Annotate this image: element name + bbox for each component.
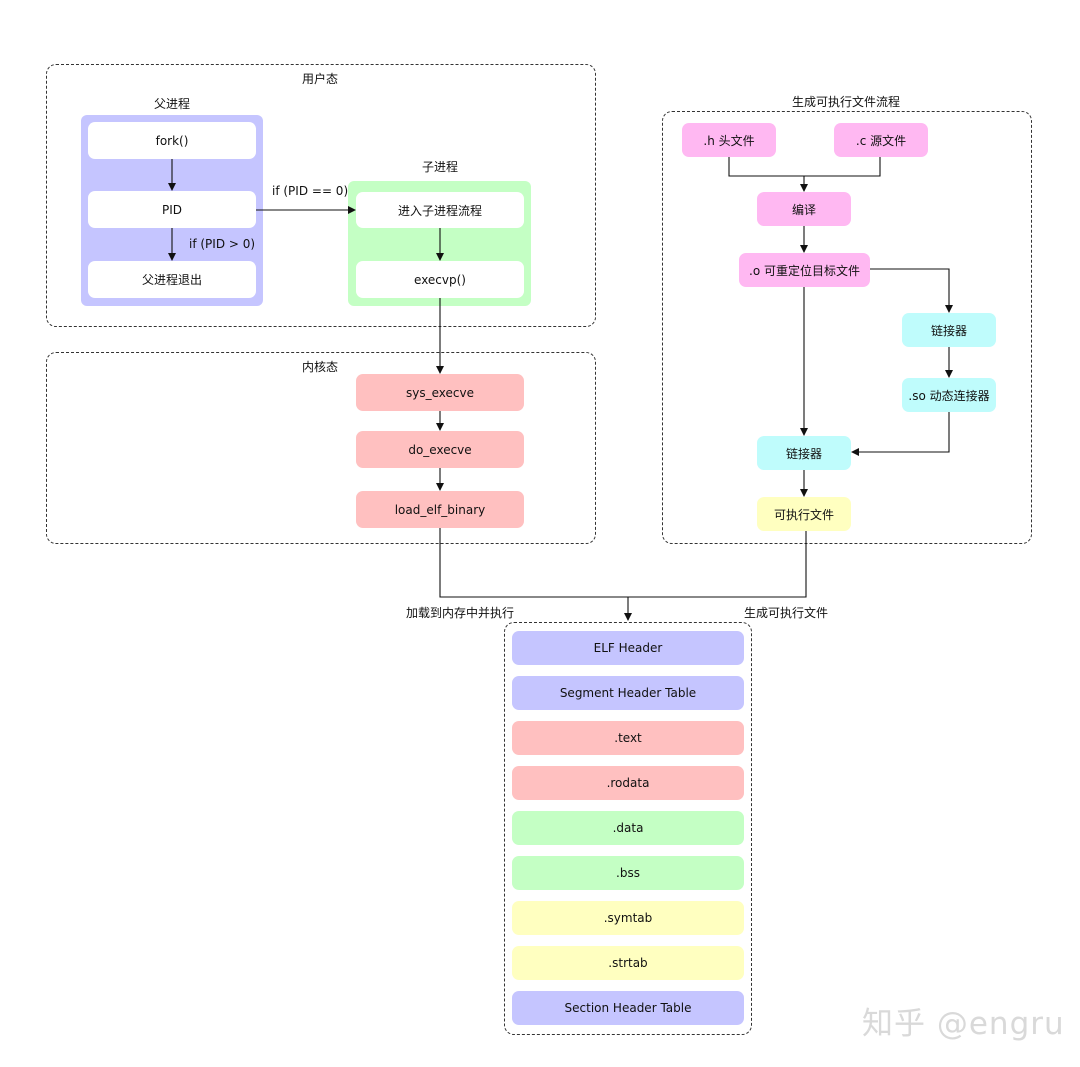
c-source-node: .c 源文件 [834, 123, 928, 157]
fork-node: fork() [88, 122, 256, 159]
elf-section-3: .text [512, 721, 744, 755]
do-execve-node: do_execve [356, 431, 524, 468]
kernel-space-title: 内核态 [301, 360, 339, 374]
edge-label-pid-gt-0: if (PID > 0) [189, 237, 256, 251]
linker-node-1: 链接器 [902, 313, 996, 347]
parent-exit-node: 父进程退出 [88, 261, 256, 298]
compile-node: 编译 [757, 192, 851, 226]
elf-section-6: .bss [512, 856, 744, 890]
user-space-title: 用户态 [301, 72, 339, 86]
h-header-node: .h 头文件 [682, 123, 776, 157]
elf-section-9: Section Header Table [512, 991, 744, 1025]
elf-layout-region [504, 622, 752, 1035]
execvp-node: execvp() [356, 261, 524, 298]
load-elf-binary-node: load_elf_binary [356, 491, 524, 528]
elf-section-5: .data [512, 811, 744, 845]
parent-process-title: 父进程 [153, 97, 191, 111]
enter-child-node: 进入子进程流程 [356, 192, 524, 228]
executable-node: 可执行文件 [757, 497, 851, 531]
edge-label-pid-eq-0: if (PID == 0) [272, 184, 349, 198]
elf-section-8: .strtab [512, 946, 744, 980]
user-space-region [46, 64, 596, 327]
build-flow-region [662, 111, 1032, 544]
elf-section-7: .symtab [512, 901, 744, 935]
edge-label-load-exec: 加载到内存中并执行 [405, 606, 515, 620]
child-process-title: 子进程 [421, 160, 459, 174]
o-relocatable-node: .o 可重定位目标文件 [739, 253, 870, 287]
so-dynamic-linker-node: .so 动态连接器 [902, 378, 996, 412]
sys-execve-node: sys_execve [356, 374, 524, 411]
elf-section-4: .rodata [512, 766, 744, 800]
pid-node: PID [88, 191, 256, 228]
build-flow-title: 生成可执行文件流程 [791, 95, 901, 109]
elf-section-1: ELF Header [512, 631, 744, 665]
edge-label-gen-exec: 生成可执行文件 [743, 606, 829, 620]
watermark: 知乎 @engru [862, 1006, 1065, 1042]
elf-section-2: Segment Header Table [512, 676, 744, 710]
kernel-space-region [46, 352, 596, 544]
linker-node-2: 链接器 [757, 436, 851, 470]
